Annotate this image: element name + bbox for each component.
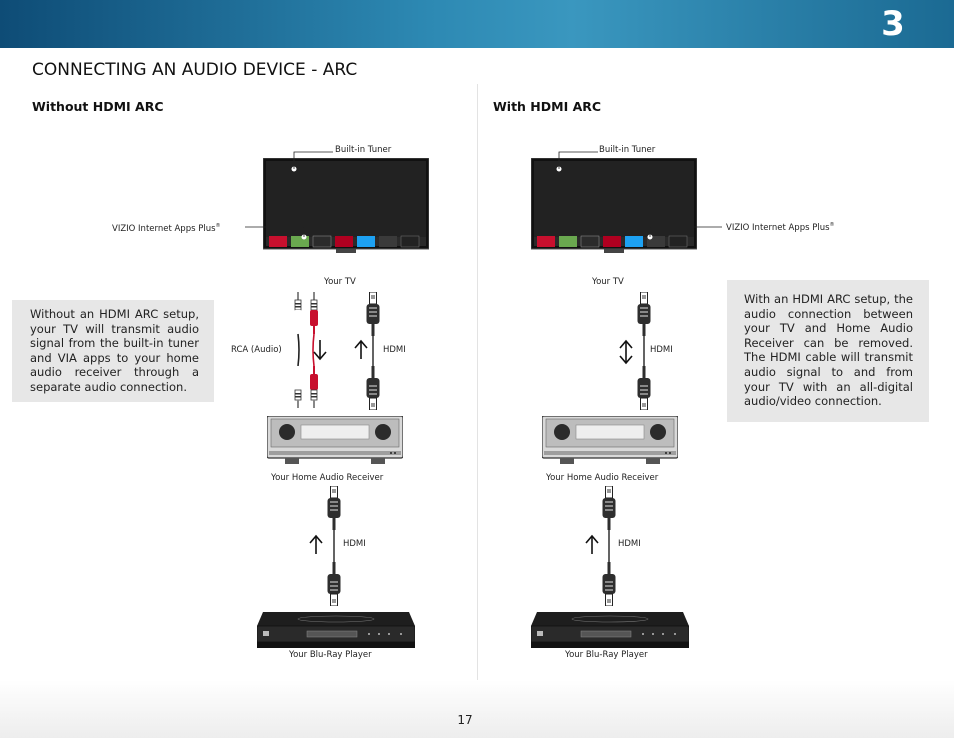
right-diagram — [531, 151, 722, 648]
header-bar: 3 — [0, 0, 954, 48]
left-rca-white-bottom — [293, 366, 303, 408]
left-label-rca: RCA (Audio) — [231, 345, 282, 355]
right-label-tuner: Built-in Tuner — [599, 145, 656, 155]
right-hdmi-bottom-connector — [602, 486, 616, 530]
right-tv-image — [531, 158, 697, 253]
left-tv-image — [263, 158, 429, 253]
left-rca-white-top — [293, 292, 303, 334]
left-label-apps-mark: ® — [215, 223, 221, 229]
right-label-player: Your Blu-Ray Player — [565, 650, 648, 660]
left-hdmi-bottom-connector — [327, 486, 341, 530]
section-title-without-arc: Without HDMI ARC — [32, 99, 164, 114]
right-receiver-image — [542, 416, 678, 465]
left-label-tv: Your TV — [324, 277, 356, 287]
right-hdmi-top-connector — [637, 292, 651, 336]
column-divider — [477, 84, 478, 694]
left-label-hdmi-top: HDMI — [383, 345, 406, 355]
left-hdmi-bottom-connector-bottom — [327, 562, 341, 606]
right-label-hdmi-bottom: HDMI — [618, 539, 641, 549]
note-without-arc: Without an HDMI ARC setup, your TV will … — [12, 300, 214, 402]
left-label-apps: VIZIO Internet Apps Plus® — [112, 223, 221, 234]
left-hdmi-top-connector — [366, 292, 380, 336]
right-label-receiver: Your Home Audio Receiver — [546, 473, 659, 483]
right-label-apps-mark: ® — [829, 222, 835, 228]
right-label-hdmi-top: HDMI — [650, 345, 673, 355]
left-rca-red-top — [309, 292, 319, 334]
section-title-with-arc: With HDMI ARC — [493, 99, 602, 114]
chapter-number: 3 — [881, 4, 905, 44]
left-label-receiver: Your Home Audio Receiver — [271, 473, 384, 483]
left-receiver-image — [267, 416, 403, 465]
page-number: 17 — [457, 713, 473, 727]
left-label-hdmi-bottom: HDMI — [343, 539, 366, 549]
left-hdmi-top-connector-bottom — [366, 366, 380, 410]
left-player-image — [257, 612, 415, 648]
note-with-arc: With an HDMI ARC setup, the audio connec… — [727, 280, 929, 422]
page-title: CONNECTING AN AUDIO DEVICE - ARC — [32, 60, 358, 80]
left-label-tuner: Built-in Tuner — [335, 145, 392, 155]
left-label-player: Your Blu-Ray Player — [289, 650, 372, 660]
right-player-image — [531, 612, 689, 648]
right-label-apps: VIZIO Internet Apps Plus® — [726, 222, 835, 233]
right-hdmi-bottom-connector-bottom — [602, 562, 616, 606]
left-diagram — [245, 151, 429, 648]
footer-bar — [0, 680, 954, 738]
left-rca-red-bottom — [309, 366, 319, 408]
right-hdmi-top-connector-bottom — [637, 366, 651, 410]
right-label-tv: Your TV — [592, 277, 624, 287]
